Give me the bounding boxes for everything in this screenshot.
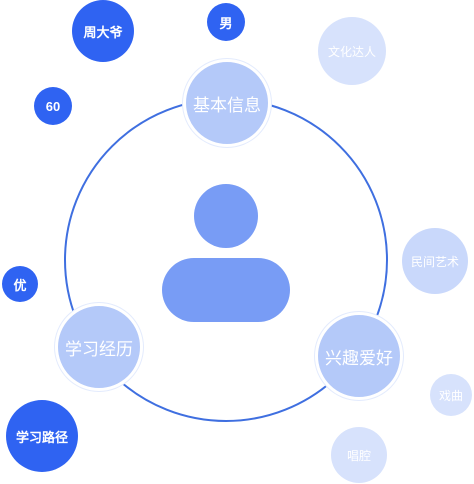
folk-art-label: 民间艺术: [410, 254, 459, 269]
opera-label: 戏曲: [438, 388, 463, 403]
culture-expert-tag[interactable]: 文化达人: [318, 17, 386, 85]
learning-path-label: 学习路径: [15, 429, 68, 445]
opera-tag[interactable]: 戏曲: [430, 374, 472, 416]
hobbies-label: 兴趣爱好: [325, 348, 393, 368]
folk-art-tag[interactable]: 民间艺术: [402, 228, 468, 294]
learning-history-node[interactable]: 学习经历: [55, 303, 143, 391]
culture-expert-label: 文化达人: [327, 44, 376, 59]
level-tag-label: 优: [13, 277, 27, 293]
singing-tag[interactable]: 唱腔: [331, 427, 387, 483]
age-tag-label: 60: [45, 98, 61, 114]
basic-info-label: 基本信息: [193, 95, 261, 115]
hobbies-node[interactable]: 兴趣爱好: [315, 312, 403, 400]
gender-tag[interactable]: 男: [207, 3, 245, 41]
learning-history-label: 学习经历: [65, 339, 133, 359]
avatar-body: [162, 258, 290, 322]
name-tag-label: 周大爷: [83, 24, 123, 40]
age-tag[interactable]: 60: [34, 87, 72, 125]
gender-tag-label: 男: [219, 15, 233, 31]
basic-info-node[interactable]: 基本信息: [183, 59, 271, 147]
avatar-head: [194, 184, 258, 248]
name-tag[interactable]: 周大爷: [72, 0, 134, 62]
singing-label: 唱腔: [346, 448, 371, 463]
learning-path-tag[interactable]: 学习路径: [6, 400, 78, 472]
level-tag[interactable]: 优: [2, 266, 38, 302]
